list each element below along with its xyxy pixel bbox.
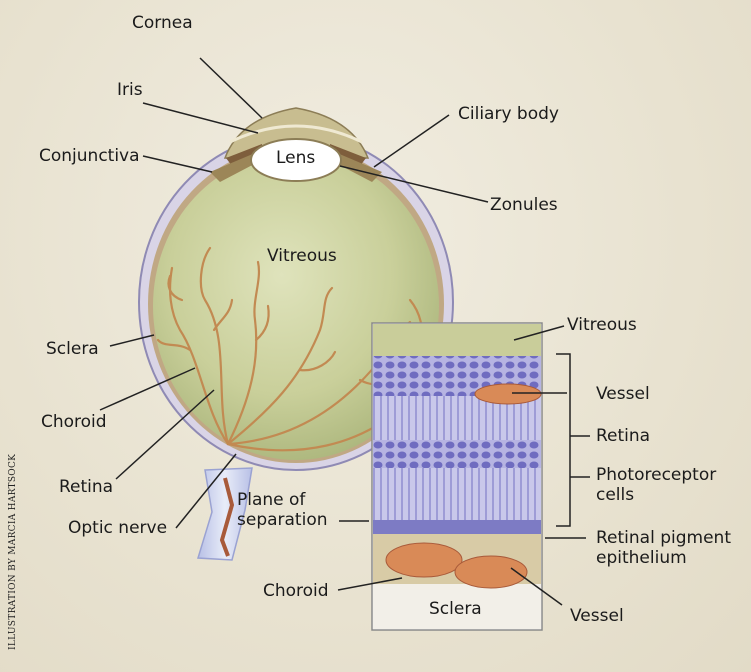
label-retina: Retina — [59, 477, 113, 497]
anterior-segment — [210, 108, 382, 182]
label-plane-of-separation: Plane of separation — [237, 490, 347, 530]
label-retina-inset: Retina — [596, 426, 650, 446]
label-ciliary-body: Ciliary body — [458, 104, 559, 124]
retina-bracket — [556, 354, 570, 526]
label-iris: Iris — [117, 80, 143, 100]
label-vitreous-eye: Vitreous — [267, 246, 337, 266]
label-optic-nerve: Optic nerve — [68, 518, 167, 538]
label-retinal-pigment-epithelium: Retinal pigment epithelium — [596, 528, 746, 568]
label-photoreceptor-cells: Photoreceptor cells — [596, 465, 746, 505]
label-cornea: Cornea — [132, 13, 193, 33]
label-sclera: Sclera — [46, 339, 99, 359]
label-vitreous-inset: Vitreous — [567, 315, 637, 335]
label-sclera-inset: Sclera — [429, 599, 482, 619]
label-choroid-inset: Choroid — [263, 581, 329, 601]
label-choroid: Choroid — [41, 412, 107, 432]
label-lens: Lens — [276, 148, 315, 168]
label-vessel-top: Vessel — [596, 384, 650, 404]
illustration-credit: ILLUSTRATION BY MARCIA HARTSOCK — [8, 480, 18, 650]
label-conjunctiva: Conjunctiva — [39, 146, 140, 166]
retina-inset — [372, 323, 542, 630]
label-vessel-bottom: Vessel — [570, 606, 624, 626]
label-zonules: Zonules — [490, 195, 558, 215]
